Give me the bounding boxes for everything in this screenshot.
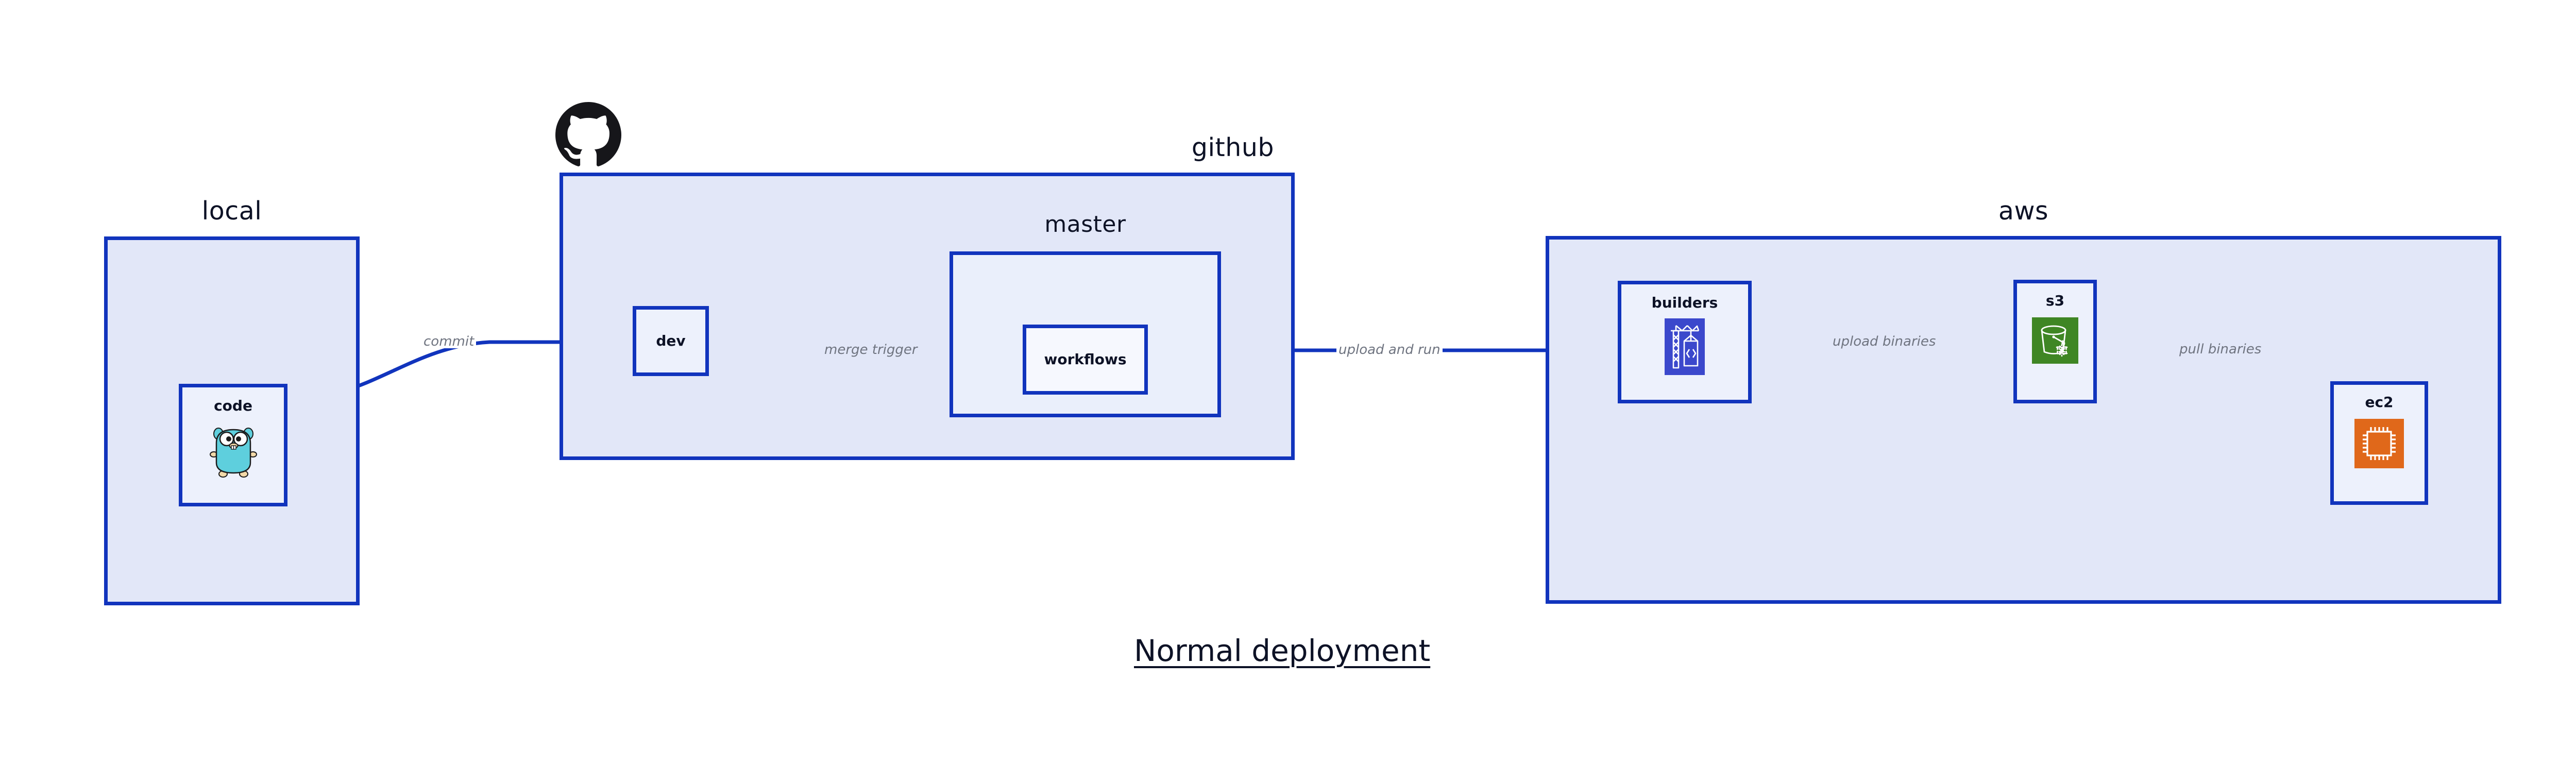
node-workflows[interactable]: workflows bbox=[1023, 325, 1148, 395]
node-code-label: code bbox=[214, 397, 252, 414]
group-label-local: local bbox=[201, 196, 262, 226]
node-builders[interactable]: builders bbox=[1618, 281, 1752, 403]
node-ec2-label: ec2 bbox=[2365, 394, 2394, 411]
aws-s3-glacier-icon bbox=[2032, 317, 2078, 364]
aws-ec2-icon bbox=[2354, 419, 2404, 468]
go-gopher-icon bbox=[209, 422, 257, 478]
node-dev-label: dev bbox=[656, 332, 686, 349]
node-workflows-label: workflows bbox=[1044, 351, 1127, 368]
github-octocat-icon bbox=[555, 102, 621, 170]
node-ec2[interactable]: ec2 bbox=[2330, 381, 2428, 505]
aws-codebuild-icon bbox=[1665, 318, 1705, 375]
edge-label-upload-and-run: upload and run bbox=[1336, 343, 1443, 356]
edge-label-pull-binaries: pull binaries bbox=[2177, 343, 2264, 356]
node-dev[interactable]: dev bbox=[633, 306, 709, 376]
node-code[interactable]: code bbox=[179, 384, 287, 506]
edge-label-merge-trigger: merge trigger bbox=[822, 343, 920, 356]
group-label-master: master bbox=[1044, 211, 1126, 237]
node-builders-label: builders bbox=[1651, 294, 1718, 311]
group-label-github: github bbox=[1191, 133, 1274, 162]
edge-label-commit: commit bbox=[421, 335, 477, 348]
group-label-aws: aws bbox=[1998, 196, 2049, 226]
diagram-caption: Normal deployment bbox=[1134, 633, 1431, 668]
node-s3-label: s3 bbox=[2045, 292, 2065, 309]
node-s3[interactable]: s3 bbox=[2013, 280, 2097, 403]
edge-label-upload-binaries: upload binaries bbox=[1831, 335, 1938, 348]
